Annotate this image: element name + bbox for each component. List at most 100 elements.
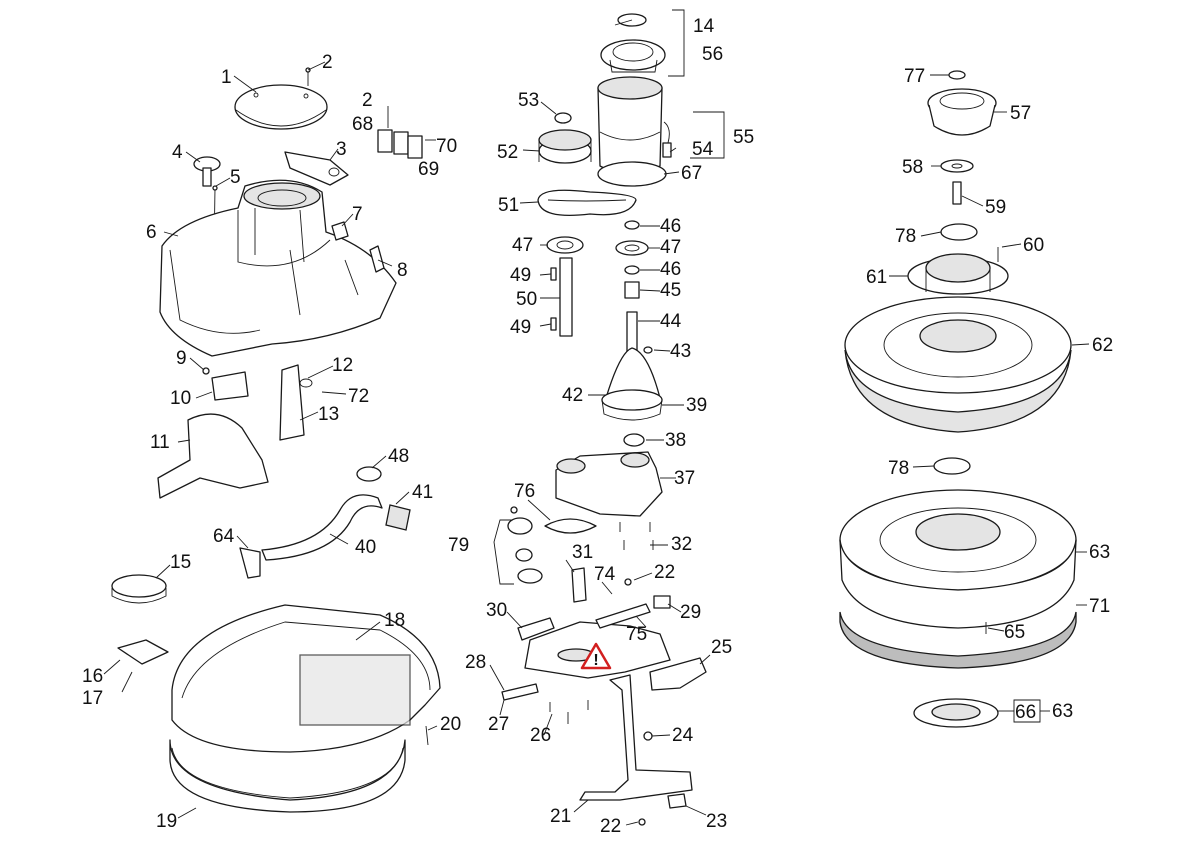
part-spring-31 (571, 567, 587, 603)
part-hub-16 (117, 639, 169, 665)
callout-63a: 63 (1089, 542, 1110, 563)
part-connectors-68-69 (377, 112, 436, 159)
part-pin-49-top (550, 267, 557, 281)
callout-27: 27 (488, 714, 509, 735)
part-bracket-8 (369, 245, 385, 273)
callout-2a: 2 (322, 52, 333, 73)
callout-40: 40 (355, 537, 376, 558)
part-plate-67 (597, 161, 667, 187)
callout-60: 60 (1023, 235, 1044, 256)
callout-77: 77 (904, 66, 925, 87)
part-bearing-47-left (546, 236, 584, 254)
part-elbow-64 (239, 547, 261, 579)
callout-61: 61 (866, 267, 887, 288)
callout-15: 15 (170, 552, 191, 573)
part-brush-54 (662, 121, 672, 158)
part-shaft-75 (595, 603, 651, 629)
part-washer-77 (948, 70, 966, 80)
callout-24: 24 (672, 725, 694, 746)
callout-5: 5 (230, 167, 241, 188)
callout-32: 32 (671, 534, 692, 555)
callout-22b: 22 (600, 816, 621, 837)
callout-25: 25 (711, 637, 732, 658)
callout-69: 69 (418, 159, 439, 180)
callout-46a: 46 (660, 216, 681, 237)
part-pad-holder-63 (839, 489, 1077, 629)
callout-64: 64 (213, 526, 235, 547)
part-belt-51 (537, 189, 637, 217)
part-gearbox-37 (555, 451, 663, 517)
callout-54: 54 (692, 139, 714, 160)
callout-75: 75 (626, 624, 647, 645)
callout-11: 11 (150, 432, 170, 453)
part-skirt-19 (169, 739, 406, 813)
part-bracket-13 (279, 364, 313, 441)
part-clip-78-bottom (933, 457, 971, 475)
part-hose-40 (261, 494, 411, 561)
callout-21: 21 (550, 806, 571, 827)
callout-56: 56 (702, 44, 723, 65)
leader-lines (103, 9, 1090, 826)
part-shaft-50 (559, 257, 573, 337)
part-handle-rod-21 (579, 674, 693, 801)
callout-78b: 78 (888, 458, 909, 479)
part-panel-3 (284, 151, 349, 186)
part-clips-23 (667, 793, 687, 809)
callout-43: 43 (670, 341, 691, 362)
part-belt-42 (605, 347, 661, 399)
callout-50: 50 (516, 289, 537, 310)
part-hub-57 (927, 88, 997, 136)
callout-10: 10 (170, 388, 191, 409)
callout-18: 18 (384, 610, 405, 631)
callout-39: 39 (686, 395, 707, 416)
callout-26: 26 (530, 725, 551, 746)
part-screw-top-cover (305, 67, 311, 86)
callout-2b: 2 (362, 90, 373, 111)
part-screw-20 (425, 725, 429, 746)
part-base-18 (171, 604, 441, 753)
callout-19: 19 (156, 811, 177, 832)
callout-70: 70 (436, 136, 457, 157)
callout-57: 57 (1010, 103, 1031, 124)
part-brush-62 (844, 296, 1072, 433)
callout-63b: 63 (1052, 701, 1073, 722)
callout-labels: 1 2 2 3 4 5 6 7 8 9 10 11 12 13 14 15 16… (82, 16, 1113, 837)
callout-49b: 49 (510, 317, 531, 338)
part-bearing-set-79 (507, 506, 543, 584)
callout-74: 74 (594, 564, 616, 585)
part-pad-15 (111, 574, 167, 604)
part-nut-53 (554, 112, 572, 124)
callout-16: 16 (82, 666, 103, 687)
callout-37: 37 (674, 468, 695, 489)
part-knob-4 (193, 156, 221, 187)
part-fan-56 (600, 39, 666, 73)
part-nut-24 (643, 731, 653, 741)
callout-13: 13 (318, 404, 339, 425)
part-shaft-44 (626, 311, 638, 353)
callout-53: 53 (518, 90, 539, 111)
part-spacer-45 (624, 281, 640, 299)
part-pulley-39 (601, 389, 663, 421)
warning-triangle-icon: ! (580, 642, 612, 670)
part-bolt-59 (952, 181, 962, 205)
callout-30: 30 (486, 600, 507, 621)
part-ring-66 (913, 698, 999, 728)
callout-44: 44 (660, 311, 682, 332)
callout-65: 65 (1004, 622, 1025, 643)
callout-41: 41 (412, 482, 433, 503)
callout-29: 29 (680, 602, 701, 623)
callout-17: 17 (82, 688, 103, 709)
part-cover-cap (234, 84, 328, 130)
part-clip-78-top (940, 223, 978, 241)
callout-79: 79 (448, 535, 469, 556)
callout-28: 28 (465, 652, 486, 673)
part-pulley-52 (538, 129, 592, 164)
part-screw-9 (202, 367, 210, 375)
callout-1: 1 (221, 67, 232, 88)
part-nut-22-bottom (638, 818, 646, 826)
part-pin-43 (643, 346, 653, 354)
callout-22a: 22 (654, 562, 675, 583)
part-ring-46-top (624, 220, 640, 230)
part-bearing-47-right (615, 240, 649, 256)
